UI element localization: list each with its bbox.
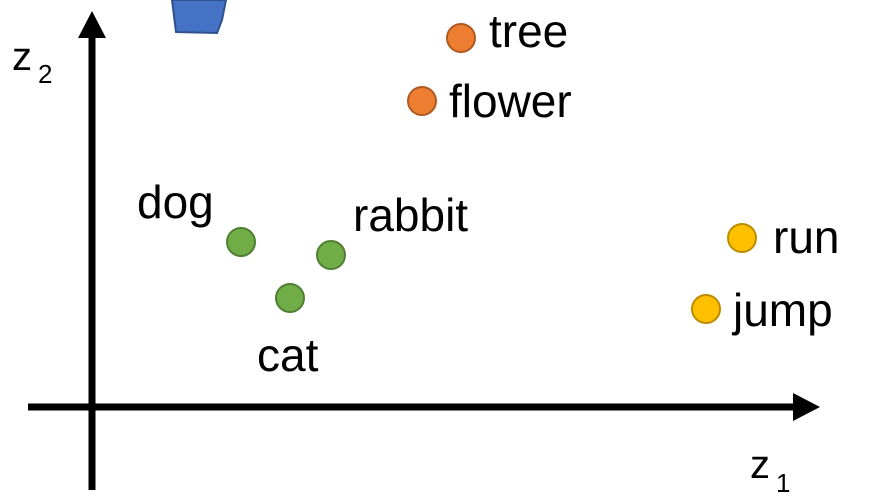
word-point-tree: tree [446, 5, 568, 57]
word-point-jump: jump [691, 284, 833, 336]
y-axis-label-subscript: 2 [38, 59, 52, 89]
point-marker [446, 23, 476, 53]
point-label: cat [257, 329, 319, 381]
point-marker [407, 86, 437, 116]
word-point-dog: dog [137, 176, 256, 257]
x-axis [28, 393, 820, 421]
blue-pointer-shape [170, 0, 228, 35]
point-marker [226, 227, 256, 257]
point-label: flower [449, 75, 572, 127]
y-axis-label-main: z [12, 35, 32, 79]
point-marker [275, 283, 305, 313]
word-point-cat: cat [257, 283, 319, 381]
point-marker [727, 223, 757, 253]
word-point-flower: flower [407, 75, 572, 127]
y-axis [78, 11, 106, 490]
x-axis-label-main: z [750, 443, 770, 487]
point-label: jump [731, 284, 833, 336]
y-axis-label: z 2 [12, 35, 52, 89]
point-label: tree [489, 5, 568, 57]
point-marker [316, 240, 346, 270]
word-point-run: run [727, 211, 839, 263]
point-label: rabbit [353, 189, 468, 241]
point-marker [691, 294, 721, 324]
point-label: dog [137, 176, 214, 228]
point-label: run [773, 211, 839, 263]
x-axis-label: z 1 [750, 443, 790, 497]
x-axis-label-subscript: 1 [776, 468, 790, 497]
word-point-rabbit: rabbit [316, 189, 468, 270]
